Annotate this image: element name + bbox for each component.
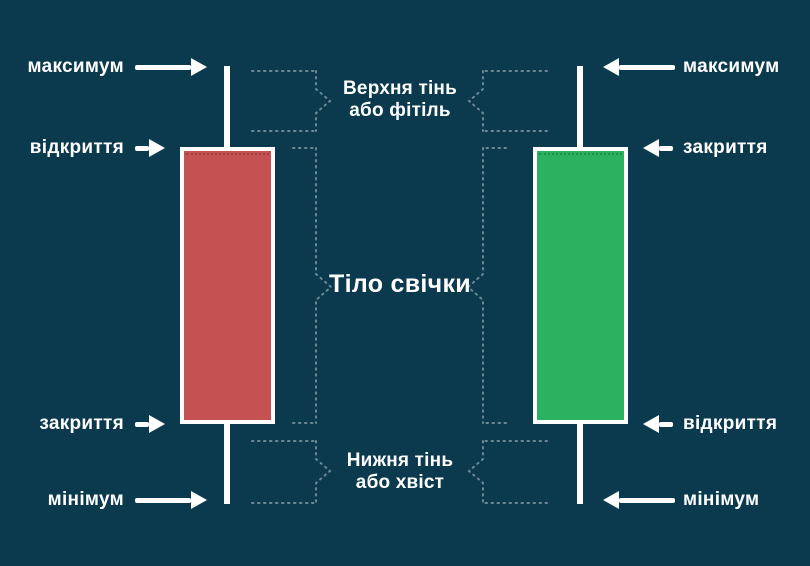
label-left-high: максимум [27, 56, 124, 77]
arrow-head [643, 139, 659, 157]
arrow-left-low-icon [135, 491, 207, 509]
arrow-right-open-icon [643, 415, 673, 433]
arrow-head [149, 415, 165, 433]
arrow-shaft [135, 497, 191, 503]
bracket-lower-shadow-right [467, 440, 548, 504]
lower-shadow-label-line2: або хвіст [355, 472, 445, 493]
arrow-head [149, 139, 165, 157]
label-right-high: максимум [683, 56, 780, 77]
arrow-shaft [619, 497, 675, 503]
arrow-shaft [659, 421, 673, 427]
arrow-right-high-icon [603, 58, 675, 76]
arrow-shaft [619, 64, 675, 70]
body-label: Тіло свічки [329, 270, 471, 298]
arrow-shaft [135, 145, 149, 151]
bracket-body-right [466, 147, 507, 424]
arrow-right-low-icon [603, 491, 675, 509]
lower-shadow-label-line1: Нижня тінь [346, 450, 454, 471]
arrow-head [191, 58, 207, 76]
arrow-shaft [135, 64, 191, 70]
bracket-upper-shadow-left [251, 70, 332, 132]
upper-shadow-label: Верхня тінь або фітіль [300, 78, 500, 122]
arrow-head [643, 415, 659, 433]
arrow-head [603, 491, 619, 509]
arrow-shaft [659, 145, 673, 151]
bracket-body-left [292, 147, 333, 424]
arrow-left-high-icon [135, 58, 207, 76]
label-right-open: відкриття [683, 413, 778, 434]
label-left-low: мінімум [47, 489, 124, 510]
label-left-close: закриття [39, 413, 124, 434]
label-right-low: мінімум [683, 489, 760, 510]
bearish-candle-body [180, 147, 275, 424]
arrow-head [603, 58, 619, 76]
upper-shadow-label-line1: Верхня тінь [343, 78, 457, 99]
bracket-upper-shadow-right [467, 70, 548, 132]
arrow-left-close-icon [135, 415, 165, 433]
label-left-open: відкриття [29, 137, 124, 158]
bullish-candle-body [533, 147, 628, 424]
bracket-lower-shadow-left [251, 440, 332, 504]
arrow-right-close-icon [643, 139, 673, 157]
upper-shadow-label-line2: або фітіль [349, 100, 451, 121]
lower-shadow-label: Нижня тінь або хвіст [300, 450, 500, 494]
arrow-shaft [135, 421, 149, 427]
arrow-head [191, 491, 207, 509]
arrow-left-open-icon [135, 139, 165, 157]
label-right-close: закриття [683, 137, 768, 158]
